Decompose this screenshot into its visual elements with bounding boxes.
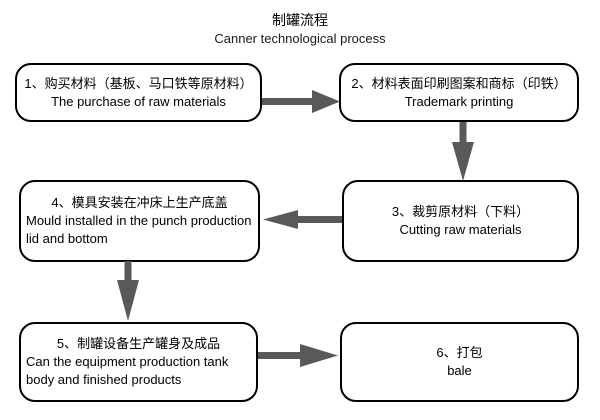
diagram-title-en: Canner technological process xyxy=(214,31,386,46)
arrow-5-to-6-right-icon xyxy=(258,344,338,367)
node-2-label-en: Trademark printing xyxy=(404,93,514,109)
arrow-3-to-4-left-icon xyxy=(263,210,342,229)
node-5-label-en: Can the equipment production tank body a… xyxy=(26,354,229,387)
node-6-label-en: bale xyxy=(447,363,472,378)
flow-node-4-mould-punch-production: 4、模具安装在冲床上生产底盖 Mould installed in the pu… xyxy=(19,180,260,262)
node-6-label-zh: 6、打包 xyxy=(436,345,483,360)
node-4-label-en: Mould installed in the punch production … xyxy=(26,213,252,246)
flow-node-6-bale: 6、打包 bale xyxy=(340,322,579,402)
flow-node-1-purchase-materials: 1、购买材料（基板、马口铁等原材料） The purchase of raw m… xyxy=(15,63,262,122)
node-3-label-zh: 3、裁剪原材料（下料） xyxy=(391,204,530,219)
node-2-label-zh: 2、材料表面印刷图案和商标（印铁） xyxy=(351,75,567,91)
arrow-1-to-2-right-icon xyxy=(262,90,340,113)
node-3-label-en: Cutting raw materials xyxy=(399,222,522,237)
flow-node-2-trademark-printing: 2、材料表面印刷图案和商标（印铁） Trademark printing xyxy=(339,63,579,122)
arrow-2-to-3-down-icon xyxy=(452,122,474,181)
diagram-title-zh: 制罐流程 xyxy=(272,12,328,28)
node-1-label-zh: 1、购买材料（基板、马口铁等原材料） xyxy=(24,75,253,91)
node-5-label-zh: 5、制罐设备生产罐身及成品 xyxy=(56,336,221,351)
diagram-title: 制罐流程 Canner technological process xyxy=(0,11,600,47)
arrow-4-to-5-down-icon xyxy=(117,261,139,321)
node-4-label-zh: 4、模具安装在冲床上生产底盖 xyxy=(51,195,228,210)
flow-node-3-cutting-raw-materials: 3、裁剪原材料（下料） Cutting raw materials xyxy=(342,180,579,262)
flow-node-5-tank-body-production: 5、制罐设备生产罐身及成品 Can the equipment producti… xyxy=(19,322,258,402)
node-1-label-en: The purchase of raw materials xyxy=(51,93,226,109)
